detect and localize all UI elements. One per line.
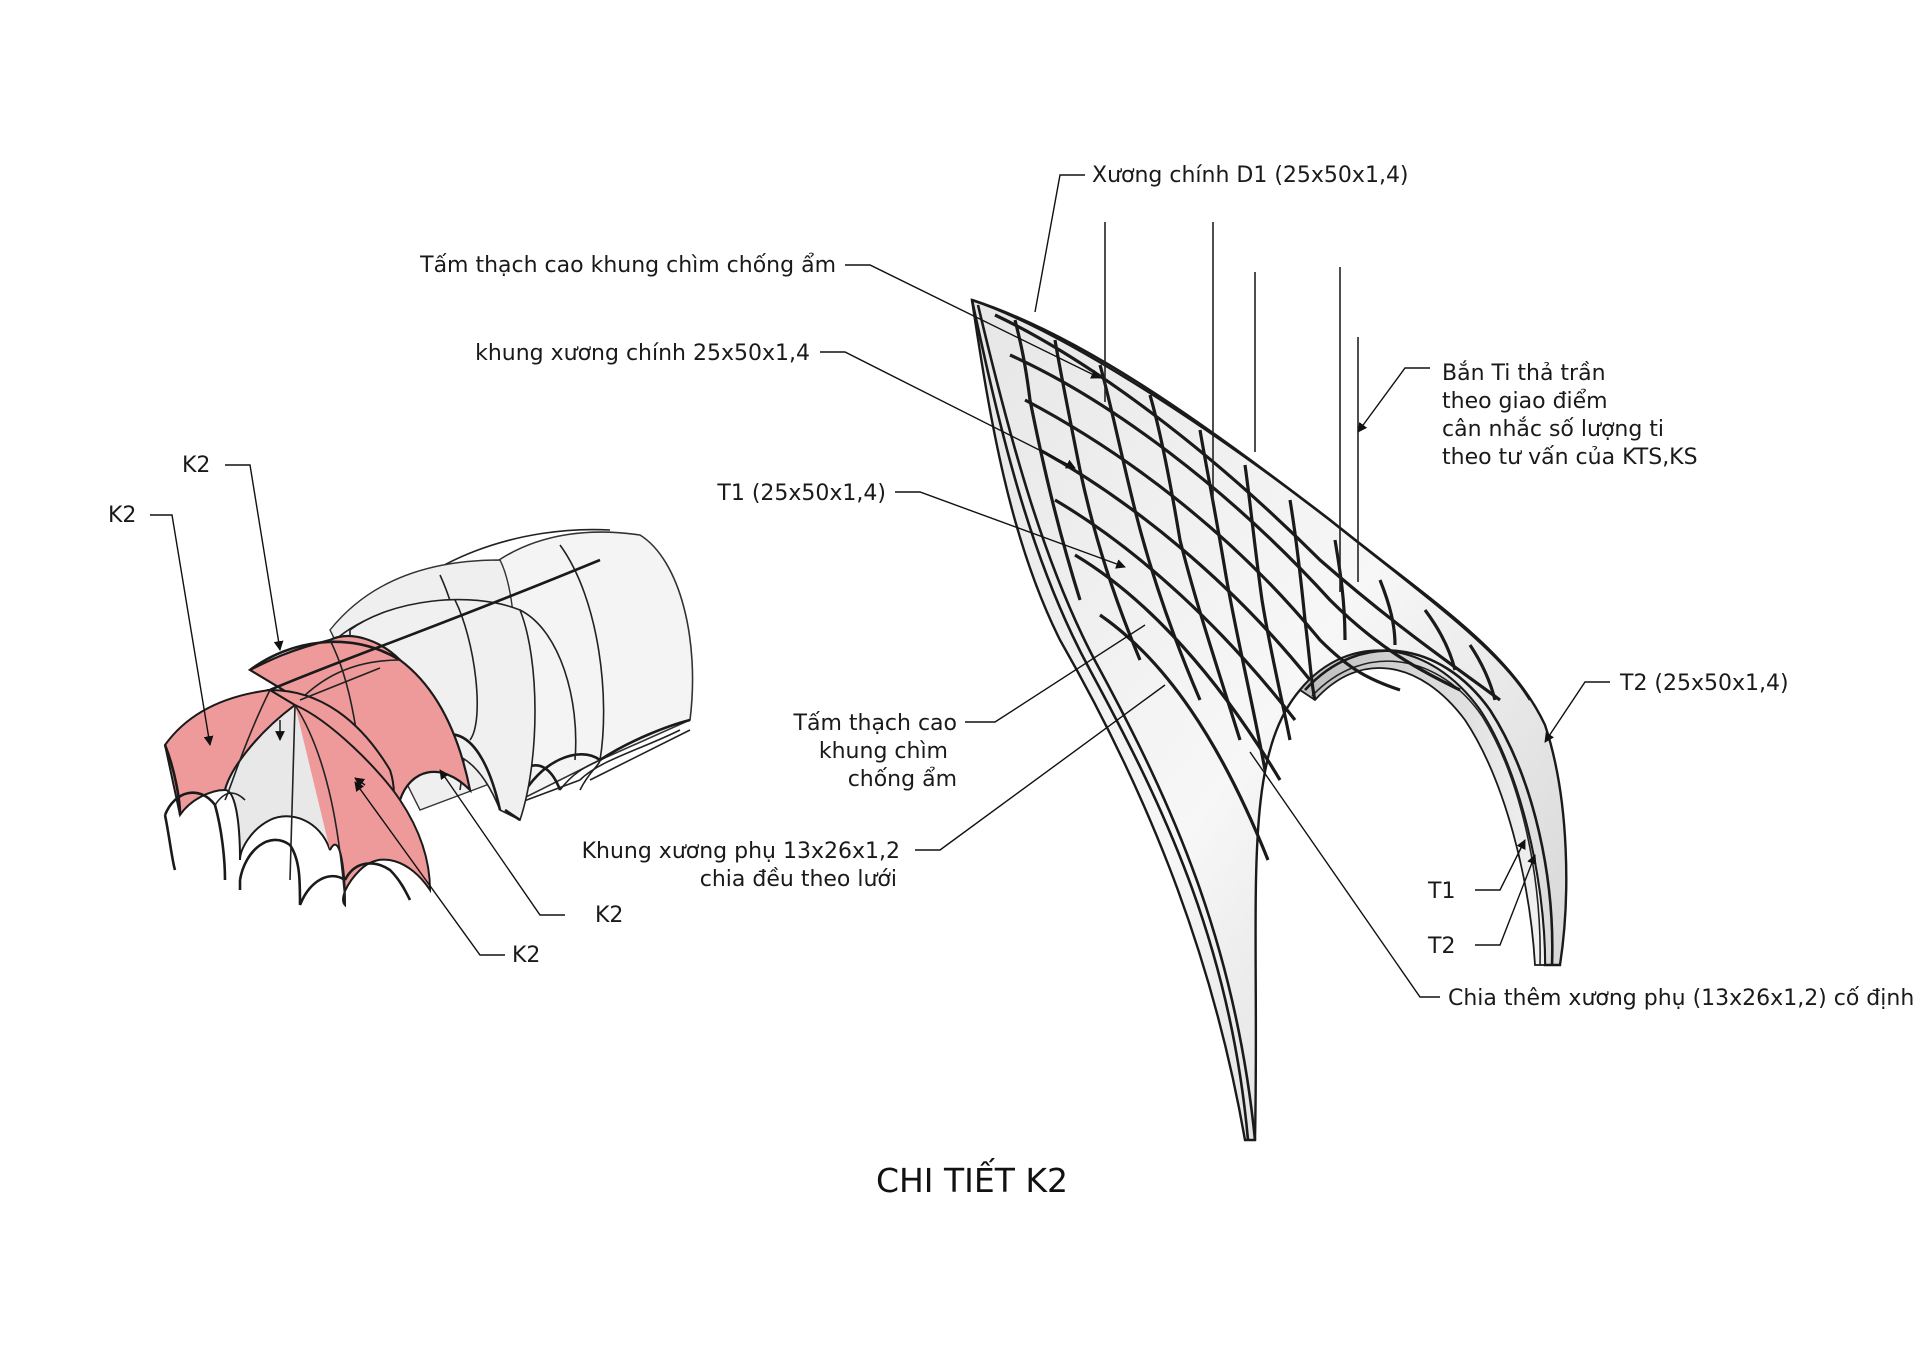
leader-k2-d <box>354 781 505 956</box>
label-gypsum-top: Tấm thạch cao khung chìm chống ẩm <box>419 253 836 278</box>
label-k2-a: K2 <box>108 503 136 528</box>
leader-k2-c <box>439 769 565 916</box>
label-main-frame-d1: Xương chính D1 (25x50x1,4) <box>1092 163 1409 188</box>
label-gypsum-line3: chống ẩm <box>848 767 957 792</box>
hanger-rods <box>1104 222 1359 592</box>
label-sub-frame-line1: Khung xương phụ 13x26x1,2 <box>582 839 900 864</box>
leader-sub-frame <box>915 684 1166 851</box>
label-extra-sub-frame: Chia thêm xương phụ (13x26x1,2) cố định <box>1448 986 1914 1011</box>
vault-ridge-line <box>269 558 601 692</box>
label-k2-c: K2 <box>595 903 623 928</box>
leader-t2-spec <box>1544 681 1610 743</box>
label-main-frame: khung xương chính 25x50x1,4 <box>475 341 810 366</box>
label-k2-b: K2 <box>182 453 210 478</box>
label-hanger-line4: theo tư vấn của KTS,KS <box>1442 445 1698 470</box>
label-hanger-line1: Bắn Ti thả trần <box>1442 361 1606 386</box>
label-hanger-line3: cân nhắc số lượng ti <box>1442 417 1664 442</box>
leader-t1 <box>1475 839 1526 891</box>
leader-gypsum-side <box>965 624 1146 723</box>
leader-k2-b <box>225 464 284 651</box>
label-sub-frame-line2: chia đều theo lưới <box>700 867 897 892</box>
leader-gypsum-top <box>845 264 1101 379</box>
label-t1: T1 <box>1427 879 1455 904</box>
drawing-title: CHI TIẾT K2 <box>876 1157 1068 1200</box>
label-hanger-line2: theo giao điểm <box>1442 389 1608 414</box>
leader-main-frame-d1 <box>1034 174 1085 313</box>
label-gypsum-line1: Tấm thạch cao <box>793 711 957 736</box>
label-gypsum-line2: khung chìm <box>819 739 948 764</box>
label-t2-spec: T2 (25x50x1,4) <box>1619 671 1789 696</box>
label-t1-spec: T1 (25x50x1,4) <box>716 481 886 506</box>
leader-k2-a <box>150 514 214 746</box>
arch-transverse-ribs <box>1013 319 1497 771</box>
label-t2: T2 <box>1427 934 1455 959</box>
k2-arch-detail-figure: Xương chính D1 (25x50x1,4) Tấm thạch cao… <box>419 163 1914 1142</box>
vault-assembly-figure: K2 K2 K2 K2 <box>108 453 694 968</box>
leader-extra-sub-frame <box>1249 751 1440 998</box>
leader-hanger <box>1357 367 1430 433</box>
leader-main-frame <box>820 351 1076 469</box>
vault-bay-k2-front <box>163 688 432 908</box>
label-k2-d: K2 <box>512 943 540 968</box>
leader-t1-spec <box>895 491 1126 569</box>
leader-t2 <box>1475 854 1537 946</box>
